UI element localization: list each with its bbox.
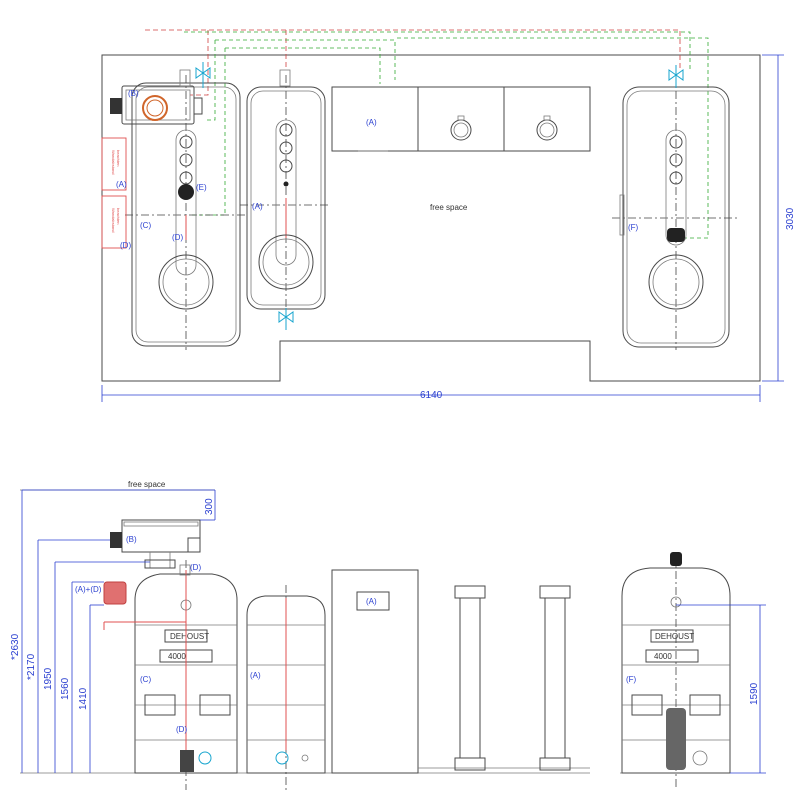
dim-1560: 1560	[60, 677, 71, 700]
tank-a-elev	[246, 585, 326, 790]
elevation-view: free space DEHOUST 4000	[10, 480, 766, 790]
plan-label-e: (E)	[196, 183, 207, 192]
tank-f-brand: DEHOUST	[655, 632, 694, 641]
tank-a-plan	[240, 69, 330, 330]
pipe-runs	[145, 29, 709, 239]
plan-label-c: (C)	[140, 221, 151, 230]
tank-c-brand: DEHOUST	[170, 632, 209, 641]
tank-c-plan	[125, 75, 245, 350]
dim-2170: *2170	[26, 653, 37, 680]
pump-ad-elev	[103, 581, 186, 630]
dim-1950: 1950	[43, 667, 54, 690]
elev-label-c: (C)	[140, 675, 151, 684]
elev-label-ad: (A)+(D)	[75, 585, 102, 594]
filter-column-2	[539, 585, 571, 771]
plan-free-space: free space	[430, 203, 468, 212]
valve-c-plan	[195, 62, 211, 88]
plan-label-d: (D)	[172, 233, 183, 242]
cabinet-a-label: (A)	[366, 597, 377, 606]
cabinet-row-plan	[331, 86, 591, 152]
tank-f-volume: 4000	[654, 652, 672, 661]
elev-dimensions: 300 *2630 *2170 1950 1560 1410 1590	[10, 489, 766, 774]
wall-markers: Wandabstand beachten Wandabstand beachte…	[101, 137, 127, 249]
dim-1590: 1590	[749, 682, 760, 705]
cabinet-a-elev: (A)	[331, 569, 590, 774]
svg-text:beachten: beachten	[116, 208, 121, 224]
elev-free-space: free space	[128, 480, 166, 489]
tank-c-volume: 4000	[168, 652, 186, 661]
elev-label-d-bottom: (D)	[176, 725, 187, 734]
plan-label-a-wall: (A)	[116, 180, 127, 189]
room-outline	[101, 54, 761, 382]
dim-300: 300	[204, 498, 215, 515]
filter-unit-b-elev	[110, 519, 201, 569]
dim-2630: *2630	[10, 633, 21, 660]
plan-view: Wandabstand beachten Wandabstand beachte…	[101, 29, 796, 402]
dim-1410: 1410	[78, 687, 89, 710]
plan-label-b: (B)	[128, 89, 139, 98]
tank-f-plan	[612, 65, 740, 350]
plan-label-d-wall: (D)	[120, 241, 131, 250]
elev-label-a-tank: (A)	[250, 671, 261, 680]
tank-c-elev: DEHOUST 4000	[134, 560, 238, 790]
elev-label-b: (B)	[126, 535, 137, 544]
elev-label-d-top: (D)	[190, 563, 201, 572]
svg-text:beachten: beachten	[116, 150, 121, 166]
plan-dimensions: 6140 3030	[101, 54, 796, 402]
svg-text:Wandabstand: Wandabstand	[111, 208, 116, 233]
plan-label-a-cabinet: (A)	[366, 118, 377, 127]
elev-label-f: (F)	[626, 675, 637, 684]
svg-text:Wandabstand: Wandabstand	[111, 150, 116, 175]
tank-f-elev: DEHOUST 4000	[621, 552, 731, 790]
plan-width-dim: 6140	[420, 390, 443, 401]
filter-unit-b-plan	[110, 69, 203, 125]
plan-label-a-tank: (A)	[252, 202, 263, 211]
plan-label-f: (F)	[628, 223, 639, 232]
filter-column-1	[454, 585, 486, 771]
plan-depth-dim: 3030	[785, 207, 796, 230]
